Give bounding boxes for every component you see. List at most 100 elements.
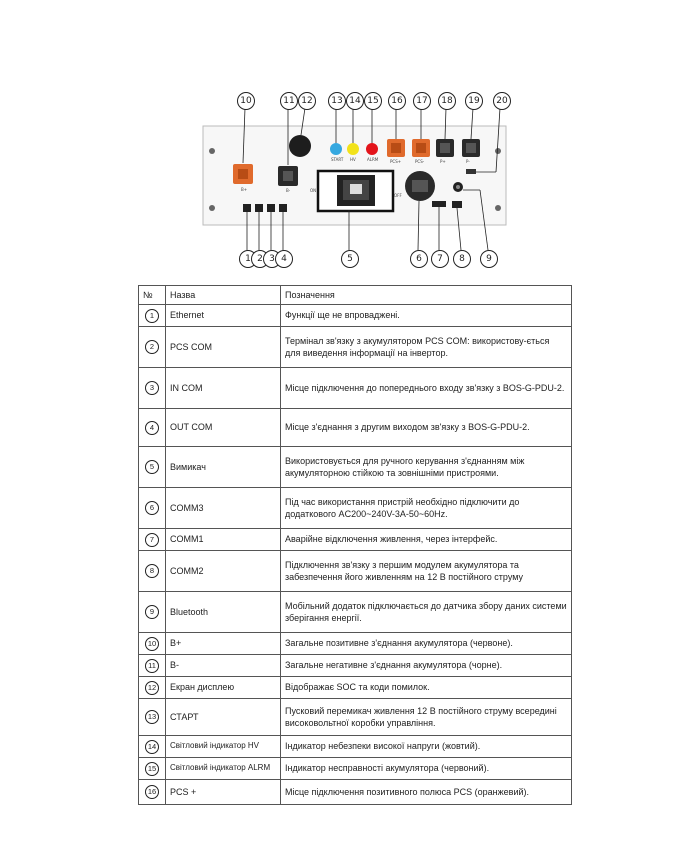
row-purpose: Під час використання пристрій необхідно …	[280, 487, 572, 529]
row-number: 8	[145, 564, 159, 578]
callout-16: 16	[388, 92, 406, 110]
svg-text:B-: B-	[286, 188, 291, 193]
row-purpose: Аварійне відключення живлення, через інт…	[280, 528, 572, 551]
row-purpose: Місце підключення позитивного полюса PCS…	[280, 779, 572, 805]
row-purpose: Функції ще не впроваджені.	[280, 304, 572, 327]
start-button: START	[330, 143, 344, 162]
row-name: PCS COM	[165, 326, 281, 368]
table-row: 8 COMM2 Підключення зв'язку з першим мод…	[138, 550, 572, 592]
row-name: B-	[165, 654, 281, 677]
header-name: Назва	[165, 285, 281, 305]
row-purpose: Підключення зв'язку з першим модулем аку…	[280, 550, 572, 592]
callout-19: 19	[465, 92, 483, 110]
row-number: 11	[145, 658, 159, 673]
callout-9: 9	[480, 250, 498, 268]
callout-6: 6	[410, 250, 428, 268]
row-purpose: Місце з'єднання з другим виходом зв'язку…	[280, 408, 572, 447]
row-number: 7	[145, 532, 159, 547]
row-number: 1	[145, 308, 159, 323]
row-purpose: Відображає SOC та коди помилок.	[280, 676, 572, 699]
row-number: 9	[145, 605, 159, 619]
row-name: OUT COM	[165, 408, 281, 447]
row-number: 14	[145, 739, 159, 754]
table-row: 1 Ethernet Функції ще не впроваджені.	[138, 304, 572, 327]
callout-4: 4	[275, 250, 293, 268]
table-header-row: № Назва Позначення	[138, 285, 572, 305]
svg-text:P-: P-	[466, 159, 470, 164]
svg-text:PCS+: PCS+	[390, 159, 401, 164]
table-row: 5 Вимикач Використовується для ручного к…	[138, 446, 572, 488]
hv-indicator: HV	[347, 143, 359, 162]
b-minus-terminal: B-	[278, 166, 298, 193]
callout-17: 17	[413, 92, 431, 110]
row-name: COMM2	[165, 550, 281, 592]
mounting-hole	[209, 148, 215, 154]
row-name: Ethernet	[165, 304, 281, 327]
table-row: 10 B+ Загальне позитивне з'єднання акуму…	[138, 632, 572, 655]
table-row: 7 COMM1 Аварійне відключення живлення, ч…	[138, 528, 572, 551]
row-number: 16	[145, 785, 159, 799]
comm1-port	[432, 201, 446, 207]
bluetooth-antenna	[453, 182, 463, 192]
callout-8: 8	[453, 250, 471, 268]
row-purpose: Використовується для ручного керування з…	[280, 446, 572, 488]
table-row: 9 Bluetooth Мобільний додаток підключаєт…	[138, 591, 572, 633]
svg-text:START: START	[331, 157, 344, 162]
row-purpose: Місце підключення до попереднього входу …	[280, 367, 572, 409]
svg-text:OFF: OFF	[394, 193, 402, 198]
row-name: СТАРТ	[165, 698, 281, 736]
svg-text:PCS-: PCS-	[415, 159, 425, 164]
row-purpose: Індикатор небезпеки високої напруги (жов…	[280, 735, 572, 758]
callout-10: 10	[237, 92, 255, 110]
row-name: COMM3	[165, 487, 281, 529]
p-minus-terminal: P-	[462, 139, 480, 164]
svg-text:B+: B+	[241, 187, 247, 192]
pcs-com-port	[255, 204, 263, 212]
table-row: 15 Світловий індикатор ALRM Індикатор не…	[138, 757, 572, 780]
row-number: 4	[145, 420, 159, 435]
row-purpose: Пусковий перемикач живлення 12 В постійн…	[280, 698, 572, 736]
table-row: 12 Екран дисплею Відображає SOC та коди …	[138, 676, 572, 699]
control-box-diagram: B+ B- START HV ALRM PCS+ PCS- P+ P-	[202, 107, 507, 251]
table-row: 11 B- Загальне негативне з'єднання акуму…	[138, 654, 572, 677]
mounting-hole	[209, 205, 215, 211]
row-number: 15	[145, 761, 159, 776]
row-name: B+	[165, 632, 281, 655]
row-name: Вимикач	[165, 446, 281, 488]
row-name: Екран дисплею	[165, 676, 281, 699]
mounting-hole	[495, 205, 501, 211]
comm3-socket	[405, 171, 435, 201]
callout-11: 11	[280, 92, 298, 110]
table-row: 4 OUT COM Місце з'єднання з другим виход…	[138, 408, 572, 447]
table-row: 3 IN COM Місце підключення до попередньо…	[138, 367, 572, 409]
table-row: 13 СТАРТ Пусковий перемикач живлення 12 …	[138, 698, 572, 736]
callout-13: 13	[328, 92, 346, 110]
row-purpose: Загальне негативне з'єднання акумулятора…	[280, 654, 572, 677]
row-number: 2	[145, 340, 159, 354]
row-purpose: Загальне позитивне з'єднання акумулятора…	[280, 632, 572, 655]
in-com-port	[267, 204, 275, 212]
table-row: 2 PCS COM Термінал зв'язку з акумуляторо…	[138, 326, 572, 368]
row-purpose: Мобільний додаток підключається до датчи…	[280, 591, 572, 633]
row-name: COMM1	[165, 528, 281, 551]
row-number: 10	[145, 636, 159, 651]
row-name: Світловий індикатор ALRM	[165, 757, 281, 780]
p-plus-terminal: P+	[436, 139, 454, 164]
svg-text:P+: P+	[440, 159, 446, 164]
callout-7: 7	[431, 250, 449, 268]
row-name: IN COM	[165, 367, 281, 409]
pcs-minus-terminal: PCS-	[412, 139, 430, 164]
mounting-hole	[495, 148, 501, 154]
comm2-port	[452, 201, 462, 208]
table-row: 6 COMM3 Під час використання пристрій не…	[138, 487, 572, 529]
alrm-indicator: ALRM	[366, 143, 379, 162]
row-name: Світловий індикатор HV	[165, 735, 281, 758]
callout-20: 20	[493, 92, 511, 110]
row-number: 5	[145, 460, 159, 474]
display-screen	[289, 135, 311, 157]
header-purpose: Позначення	[280, 285, 572, 305]
row-number: 6	[145, 501, 159, 515]
row-number: 3	[145, 381, 159, 395]
svg-text:ON: ON	[310, 188, 316, 193]
row-purpose: Термінал зв'язку з акумулятором PCS COM:…	[280, 326, 572, 368]
